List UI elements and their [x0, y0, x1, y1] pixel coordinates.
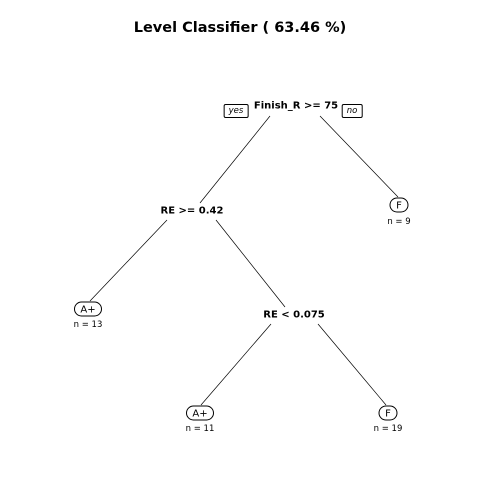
edge-root-to-right-leaf	[319, 115, 399, 198]
leaf-node-aplus-2: A+	[186, 405, 214, 421]
left-split-label: RE >= 0.42	[159, 205, 225, 217]
edge-root-to-left	[199, 115, 271, 204]
edge-left-to-left-leaf	[89, 219, 168, 302]
root-split-label: Finish_R >= 75	[252, 100, 340, 112]
inner-split-label: RE < 0.075	[262, 309, 326, 321]
leaf-node-f-2: F	[378, 405, 398, 421]
edge-left-to-inner	[215, 219, 286, 308]
edge-inner-to-right-leaf	[317, 323, 387, 406]
chart-title: Level Classifier ( 63.46 %)	[133, 20, 347, 36]
leaf-count-4: n = 19	[373, 424, 403, 434]
leaf-node-aplus-1: A+	[74, 301, 102, 317]
edge-inner-to-left-leaf	[200, 323, 272, 406]
yes-tag: yes	[223, 104, 249, 118]
leaf-count-2: n = 13	[73, 320, 103, 330]
leaf-count-3: n = 11	[185, 424, 215, 434]
no-tag: no	[341, 104, 363, 118]
leaf-count-1: n = 9	[387, 217, 411, 227]
leaf-node-f-1: F	[389, 197, 409, 213]
